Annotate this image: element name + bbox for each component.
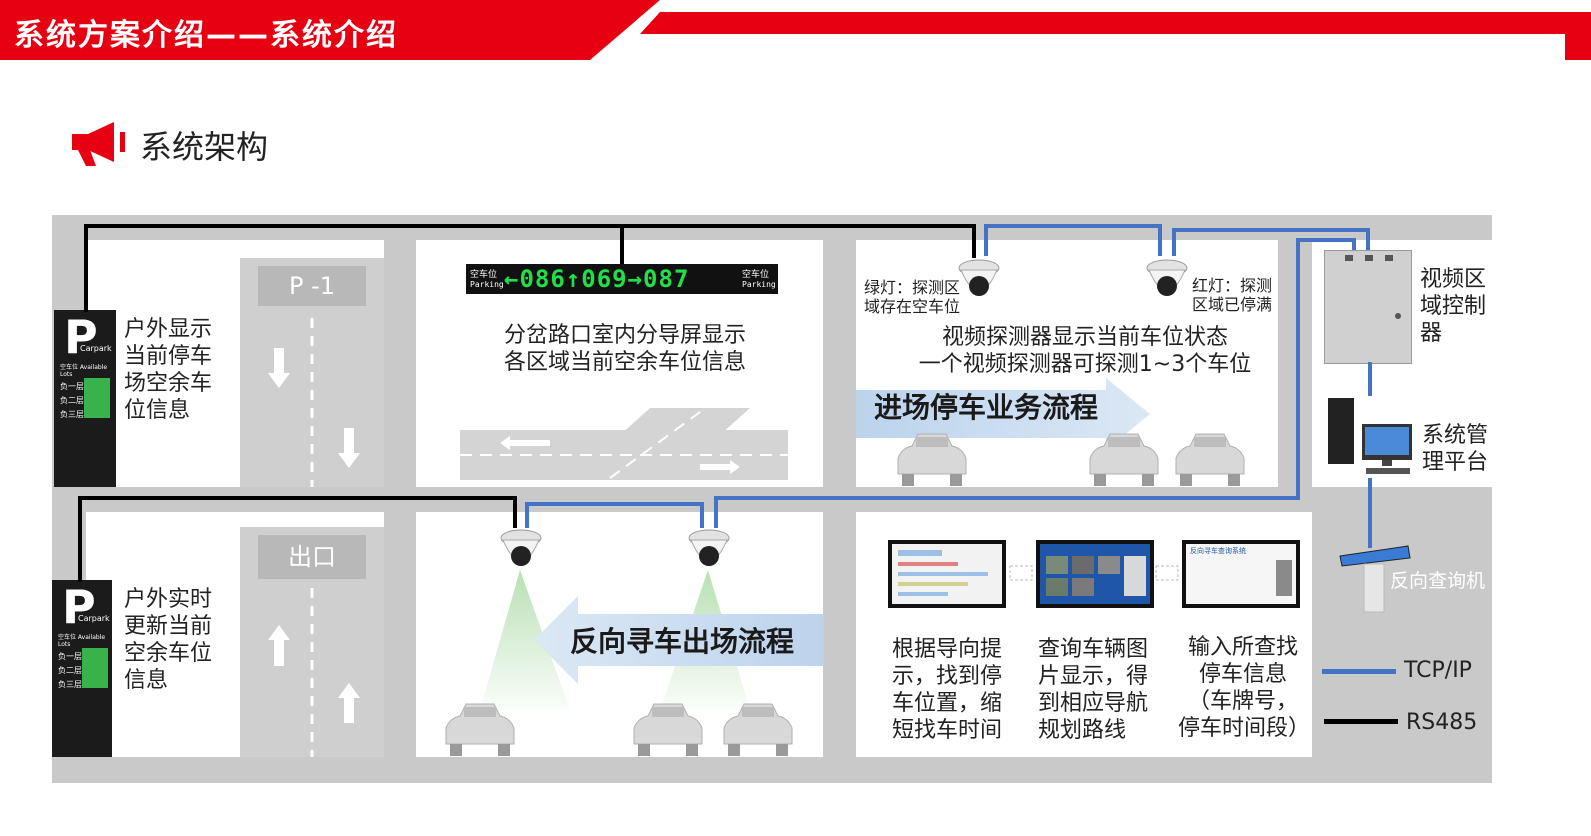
section-title: 系统架构 — [140, 128, 269, 166]
controller-label: 视频区 域控制 器 — [1420, 267, 1487, 346]
entry-flow-label: 进场停车业务流程 — [874, 391, 1099, 424]
camera-icon — [688, 529, 730, 566]
step-2-text: 查询车辆图 片显示，得 到相应导航 规划路线 — [1038, 637, 1149, 743]
display-content: ←086↑069→087 — [504, 265, 690, 293]
outdoor-bottom-text: 户外实时 更新当前 空余车位 信息 — [124, 587, 213, 693]
search-screen: 反向寻车查询系统 — [1182, 540, 1300, 608]
guidance-map-screen — [888, 540, 1006, 608]
legend-rs485-label: RS485 — [1406, 710, 1478, 735]
floor-2: 负二层 — [58, 666, 82, 675]
floor-1: 负一层 — [60, 382, 84, 391]
step-1-text: 根据导向提 示，找到停 车位置，缩 短找车时间 — [892, 637, 1003, 743]
outdoor-top-text: 户外显示 当前停车 场空余车 位信息 — [124, 317, 213, 423]
display-left-label: 空车位 — [470, 270, 498, 280]
vehicle-photo-screen — [1036, 540, 1154, 608]
road-sign-top: P -1 — [258, 266, 366, 306]
car-icon — [445, 703, 515, 756]
intersection-road — [460, 408, 788, 480]
count-display — [82, 648, 108, 688]
entry-flow-arrow — [856, 378, 1150, 450]
available-label: 空车位 Available Lots — [60, 364, 108, 378]
floor-3: 负三层 — [60, 410, 84, 419]
guidance-display: 空车位 Parking ←086↑069→087 空车位 Parking — [466, 264, 778, 294]
floor-1: 负一层 — [58, 652, 82, 661]
display-right-sub: Parking — [742, 280, 776, 289]
floor-3: 负三层 — [58, 680, 82, 689]
exit-flow-label: 反向寻车出场流程 — [570, 625, 795, 658]
megaphone-icon — [72, 122, 125, 166]
car-icon — [897, 433, 967, 486]
controller-cabinet — [1324, 250, 1412, 364]
camera-icon — [1146, 259, 1188, 296]
car-icon — [633, 703, 703, 756]
display-right-label: 空车位 — [742, 270, 770, 280]
exit-flow-arrow — [534, 596, 824, 684]
step-3-text: 输入所查找 停车信息 （车牌号， 停车时间段） — [1178, 635, 1311, 741]
brand-label: Carpark — [78, 614, 110, 623]
floor-2: 负二层 — [60, 396, 84, 405]
platform-label: 系统管 理平台 — [1422, 423, 1489, 475]
road-markings — [268, 318, 360, 757]
detector-text: 视频探测器显示当前车位状态 一个视频探测器可探测1~3个车位 — [918, 325, 1252, 377]
computer-icon — [1328, 398, 1412, 474]
car-icon — [1089, 433, 1159, 486]
header-band — [0, 0, 1591, 60]
car-icon — [723, 703, 793, 756]
parking-letter: P — [62, 580, 96, 634]
car-icon — [1175, 433, 1245, 486]
page-title: 系统方案介绍——系统介绍 — [14, 18, 398, 53]
parking-letter: P — [64, 310, 98, 364]
kiosk-icon — [1339, 545, 1411, 613]
kiosk-label: 反向查询机 — [1390, 570, 1486, 592]
red-light-note: 红灯：探测 区域已停满 — [1192, 276, 1273, 314]
available-label: 空车位 Available Lots — [58, 634, 106, 648]
intersection-text: 分岔路口室内分导屏显示 各区域当前空余车位信息 — [503, 323, 746, 375]
brand-label: Carpark — [80, 344, 112, 353]
legend-tcpip-line — [1322, 669, 1396, 674]
green-light-note: 绿灯：探测区 域存在空车位 — [864, 278, 961, 316]
outdoor-sign-bottom: P Carpark 空车位 Available Lots 负一层 负二层 负三层 — [52, 580, 112, 757]
display-left-sub: Parking — [470, 280, 504, 289]
count-display — [84, 378, 110, 418]
legend-rs485-line — [1324, 719, 1398, 724]
legend-tcpip-label: TCP/IP — [1404, 658, 1472, 683]
road-sign-bottom: 出口 — [258, 535, 366, 579]
outdoor-sign-top: P Carpark 空车位 Available Lots 负一层 负二层 负三层 — [54, 310, 116, 487]
camera-icon — [500, 529, 542, 566]
search-screen-title: 反向寻车查询系统 — [1190, 547, 1246, 555]
camera-icon — [958, 259, 1000, 296]
